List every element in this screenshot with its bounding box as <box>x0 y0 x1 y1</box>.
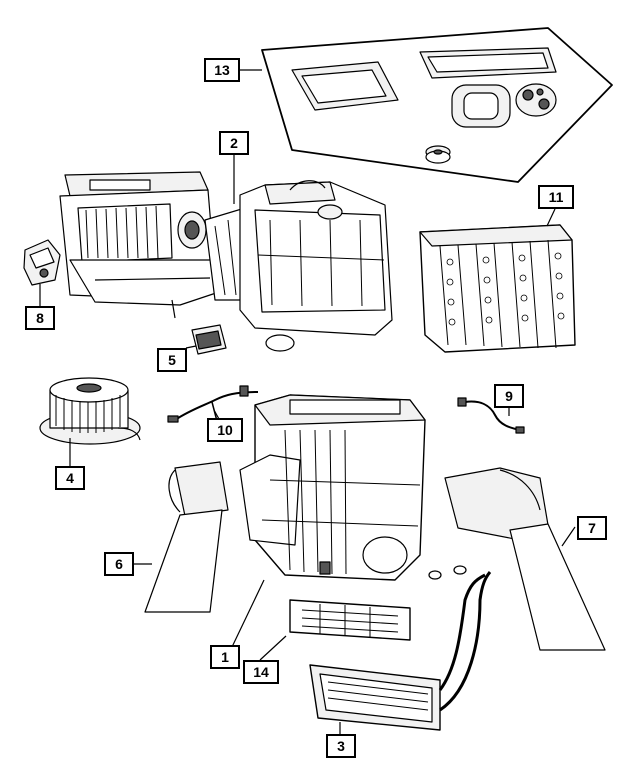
evaporator-core <box>419 224 576 353</box>
callout-13: 13 <box>204 58 240 82</box>
callout-1: 1 <box>210 645 240 669</box>
callout-14: 14 <box>243 660 279 684</box>
wiring-harness-10 <box>167 385 259 426</box>
floor-duct-right <box>444 467 606 651</box>
callout-5: 5 <box>157 348 187 372</box>
seal-rect-gasket <box>291 61 399 111</box>
seal-long-strip <box>419 47 557 79</box>
callout-2: 2 <box>219 131 249 155</box>
seal-plug <box>425 145 451 164</box>
callout-4: 4 <box>55 466 85 490</box>
upper-housing-assembly <box>59 171 393 352</box>
callout-9: 9 <box>494 384 524 408</box>
callout-11: 11 <box>538 185 574 209</box>
callout-3: 3 <box>326 734 356 758</box>
wiring-harness-9 <box>457 397 525 434</box>
seal-grommet-set <box>515 83 557 117</box>
main-hvac-housing <box>239 394 426 581</box>
seal-ring-gasket <box>451 84 511 128</box>
floor-duct-left <box>144 461 229 613</box>
heater-core <box>309 565 492 731</box>
callout-7: 7 <box>577 516 607 540</box>
callout-6: 6 <box>104 552 134 576</box>
callout-10: 10 <box>207 418 243 442</box>
cabin-filter <box>289 599 411 641</box>
actuator <box>23 239 61 286</box>
blower-resistor <box>191 324 227 355</box>
callout-8: 8 <box>25 306 55 330</box>
blower-motor <box>39 377 141 445</box>
seal-kit-panel <box>261 27 613 183</box>
